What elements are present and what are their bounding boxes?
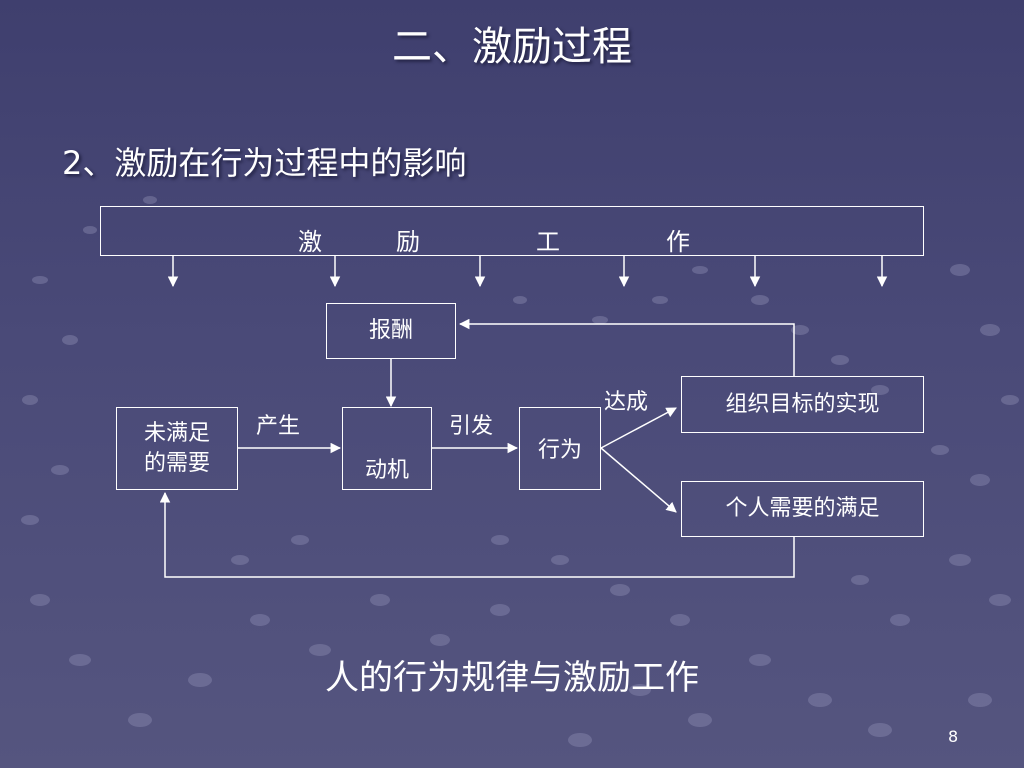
node-behavior: 行为 [519, 407, 601, 490]
node-unmet-need-line1: 未满足 [143, 420, 210, 446]
banner-char-3: 工 [536, 228, 560, 256]
edge-label-trigger: 引发 [449, 414, 494, 439]
banner-char-1: 激 [298, 228, 322, 256]
node-unmet-need-line2: 的需要 [143, 450, 210, 476]
feedback-org-goal-reward [458, 318, 795, 376]
node-unmet-need: 未满足 的需要 [116, 407, 238, 490]
node-motive: 动机 [342, 407, 432, 490]
node-personal-need: 个人需要的满足 [681, 481, 924, 537]
slide-title: 二、激励过程 [392, 24, 632, 70]
node-org-goal: 组织目标的实现 [681, 376, 924, 433]
node-behavior-label: 行为 [537, 438, 582, 463]
edge-label-produce: 产生 [256, 414, 301, 439]
slide-caption: 人的行为规律与激励工作 [325, 658, 699, 698]
slide-subtitle: 2、激励在行为过程中的影响 [62, 144, 467, 182]
node-motive-label: 动机 [364, 458, 409, 483]
node-org-goal-label: 组织目标的实现 [725, 391, 880, 417]
arrow-behavior-org-goal [600, 407, 677, 449]
page-number: 8 [948, 727, 959, 746]
incentive-work-banner [100, 206, 924, 256]
node-reward-label: 报酬 [368, 318, 413, 343]
banner-char-4: 作 [666, 228, 690, 256]
edge-label-achieve: 达成 [604, 390, 649, 415]
banner-char-2: 励 [396, 228, 420, 256]
node-personal-need-label: 个人需要的满足 [725, 496, 880, 521]
feedback-personal-need-unmet-need [159, 491, 795, 578]
node-reward: 报酬 [326, 303, 456, 359]
arrow-behavior-personal-need [600, 447, 677, 513]
